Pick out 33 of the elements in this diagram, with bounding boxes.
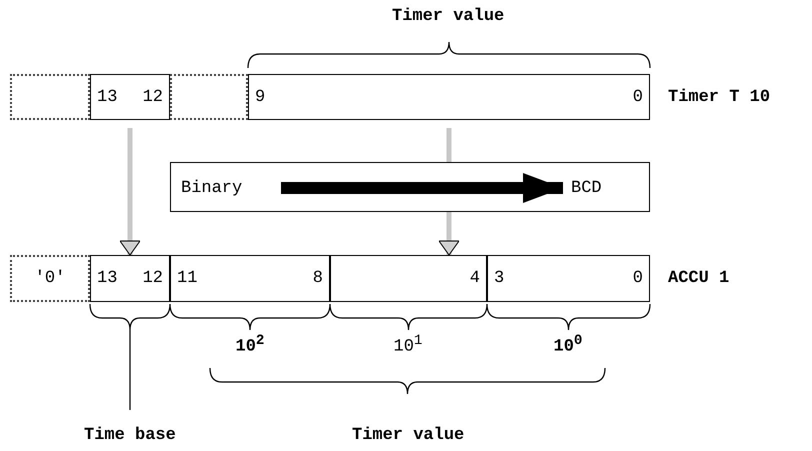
bit-cell [90,255,170,302]
arrow [120,128,140,256]
bit-number: 8 [312,269,323,288]
text-label: ACCU 1 [668,268,730,288]
arrow [281,173,563,203]
bit-number: 12 [142,88,163,106]
decade-label: 10$^{1}$ [394,333,422,357]
bit-number: 4 [470,269,480,288]
bit-number: 13 [97,88,118,106]
conversion-text: Binary [181,178,242,198]
conversion-text: BCD [571,178,602,198]
text-label: Timer value [352,426,464,444]
bit-number: 11 [177,269,198,288]
bit-cell [170,74,248,120]
decade-label: 10$^{0}$ [554,333,582,357]
bit-number: 3 [494,269,504,288]
bit-number: 9 [255,88,266,106]
text-label: Time base [84,426,176,444]
text-label: Timer T 10 [668,88,770,106]
bit-number: '0' [34,269,66,288]
text-label: Timer value [392,6,504,26]
bit-number: 0 [632,269,643,288]
bit-cell [10,74,90,120]
bit-cell [90,74,170,120]
bit-number: 12 [142,269,163,288]
bit-number: 13 [97,269,118,288]
register-field [330,255,487,302]
register-field [248,74,650,120]
bit-number: 0 [632,88,643,106]
register-field [487,255,650,302]
decade-label: 10$^{2}$ [236,333,264,357]
register-field [170,255,330,302]
bit-cell [10,255,90,302]
